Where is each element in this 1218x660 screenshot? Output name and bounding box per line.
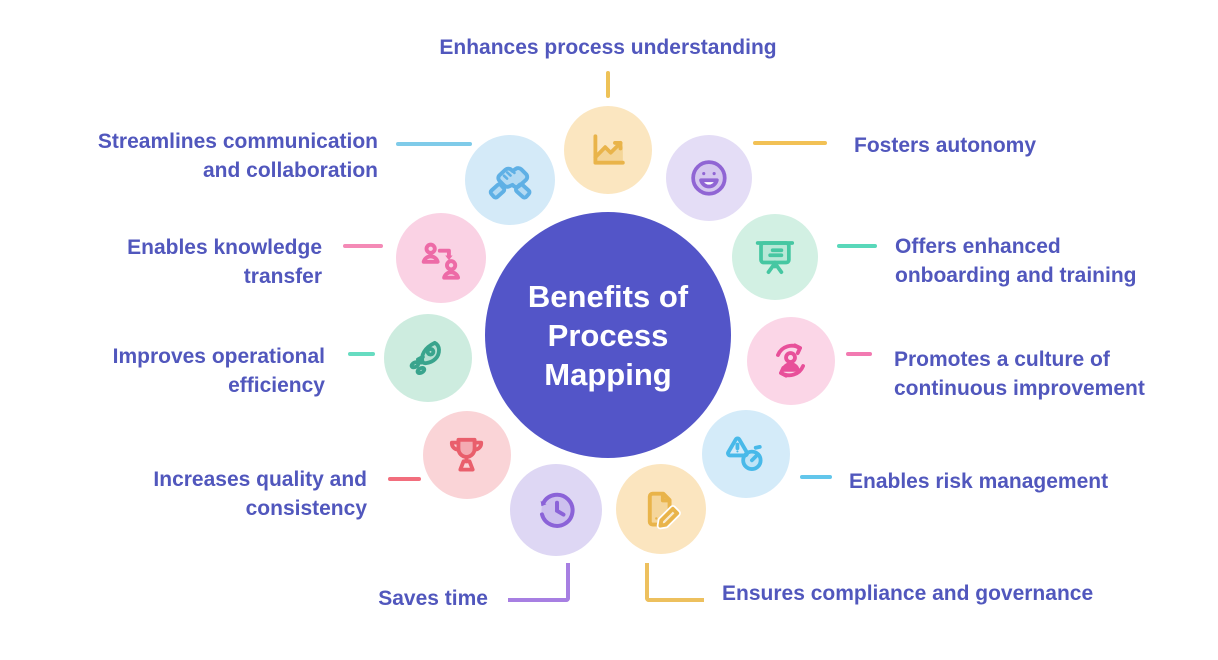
warning-stopwatch-icon (726, 437, 764, 472)
connector-onboarding (837, 244, 877, 248)
connector-communication (396, 142, 472, 146)
presentation-board-icon (755, 241, 795, 275)
rocket-icon (410, 341, 442, 376)
benefit-label-quality: Increases quality and consistency (153, 468, 367, 520)
knowledge-transfer-icon (421, 242, 460, 280)
benefit-circle-time (510, 464, 602, 556)
benefit-circle-understanding (564, 106, 652, 194)
handshake-icon (488, 166, 532, 200)
connector-risk (800, 475, 832, 479)
connector-time (508, 563, 570, 602)
hub-circle: Benefits of Process Mapping (485, 212, 731, 458)
connector-quality (388, 477, 421, 481)
document-edit-icon (647, 491, 681, 530)
connector-understanding (606, 71, 610, 98)
smiley-icon (691, 160, 727, 196)
benefit-label-onboarding: Offers enhanced onboarding and training (895, 235, 1137, 287)
benefit-circle-autonomy (666, 135, 752, 221)
benefit-circle-knowledge (396, 213, 486, 303)
benefit-label-time: Saves time (378, 587, 488, 610)
history-clock-icon (540, 493, 575, 529)
connector-autonomy (753, 141, 827, 145)
connector-compliance (645, 563, 704, 602)
benefit-circle-improvement (747, 317, 835, 405)
connector-efficiency (348, 352, 375, 356)
trophy-icon (450, 438, 484, 473)
benefit-label-compliance: Ensures compliance and governance (722, 582, 1094, 605)
benefit-label-autonomy: Fosters autonomy (854, 134, 1037, 157)
person-refresh-icon (776, 343, 806, 379)
benefit-label-efficiency: Improves operational efficiency (112, 345, 325, 397)
benefit-circle-compliance (616, 464, 706, 554)
benefit-circle-quality (423, 411, 511, 499)
diagram-title: Benefits of Process Mapping (527, 278, 689, 392)
benefit-circle-communication (465, 135, 555, 225)
growth-chart-icon (593, 134, 626, 166)
benefit-label-knowledge: Enables knowledge transfer (127, 236, 322, 288)
connector-improvement (846, 352, 872, 356)
benefit-circle-onboarding (732, 214, 818, 300)
benefit-circle-risk (702, 410, 790, 498)
benefit-label-understanding: Enhances process understanding (439, 36, 777, 59)
benefit-label-improvement: Promotes a culture of continuous improve… (894, 348, 1145, 400)
benefit-label-risk: Enables risk management (849, 470, 1109, 493)
benefit-label-communication: Streamlines communication and collaborat… (97, 130, 378, 182)
benefit-circle-efficiency (384, 314, 472, 402)
connector-knowledge (343, 244, 383, 248)
